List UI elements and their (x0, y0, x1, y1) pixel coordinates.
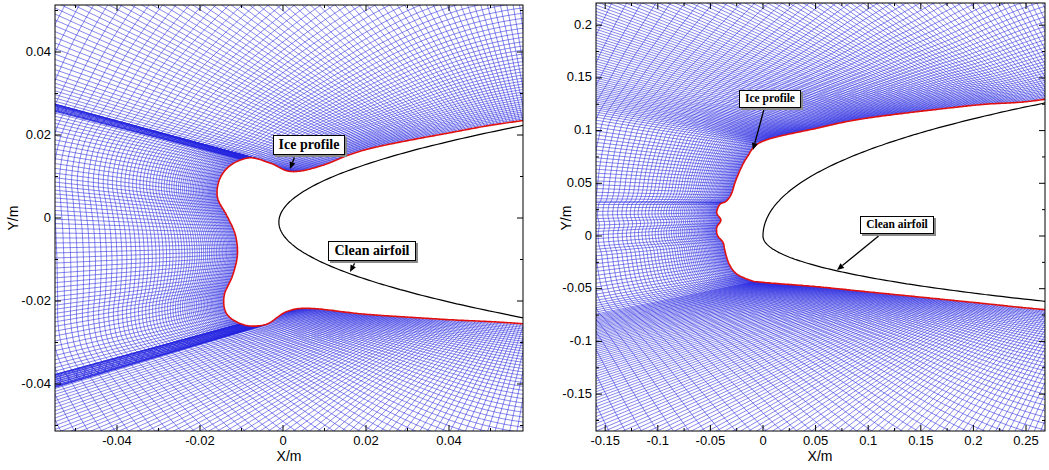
tick-label: 0.25 (1013, 434, 1038, 449)
plot-frame (596, 3, 1045, 431)
mesh-grid (55, 5, 523, 431)
tick-label: 0.1 (574, 123, 592, 138)
tick-value: -0.02 (185, 433, 215, 448)
tick-value: -0.1 (570, 333, 592, 348)
tick-label: -0.1 (647, 434, 669, 449)
tick-value: 0.04 (26, 44, 51, 59)
ice-body (717, 73, 1046, 321)
callout-text: Clean airfoil (334, 243, 409, 258)
tick-label: 0.1 (859, 434, 877, 449)
tick-label: -0.05 (696, 434, 726, 449)
tick-label: 0.02 (353, 434, 378, 449)
leader-arrowhead (837, 263, 844, 270)
tick-label: -0.15 (590, 434, 620, 449)
tick-value: 0.15 (567, 69, 592, 84)
tick-value: -0.02 (21, 293, 51, 308)
tick-label: -0.15 (562, 387, 592, 402)
leader-arrowhead (350, 264, 356, 272)
callout-text: Clean airfoil (866, 218, 928, 230)
leader-lines (290, 110, 879, 272)
callout-text: Ice profile (279, 137, 340, 152)
tick-value: 0.02 (353, 433, 378, 448)
axis-title-text: Y/m (558, 206, 574, 231)
callout-box: Clean airfoil (860, 216, 934, 234)
tick-value: 0.1 (574, 122, 592, 137)
tick-label: 0 (585, 229, 592, 244)
mesh-panel (532, 0, 1049, 470)
tick-value: -0.04 (102, 433, 132, 448)
tick-label: 0.2 (964, 434, 982, 449)
axis-title-text: X/m (277, 448, 302, 464)
plot-area (55, 5, 523, 431)
tick-value: -0.05 (696, 433, 726, 448)
callout-box: Ice profile (273, 135, 346, 156)
tick-value: 0.2 (964, 433, 982, 448)
clean-airfoil-curve (279, 103, 523, 341)
axis-title: X/m (277, 448, 302, 464)
leader-line (353, 263, 354, 265)
callout-box: Clean airfoil (328, 241, 415, 262)
tick-value: 0.04 (436, 433, 461, 448)
tick-value: 0.1 (859, 433, 877, 448)
axis-ticks (596, 3, 1045, 431)
callout-box: Ice profile (739, 90, 801, 108)
tick-label: 0.15 (908, 434, 933, 449)
tick-label: -0.04 (21, 377, 51, 392)
tick-value: 0.05 (803, 433, 828, 448)
tick-label: -0.02 (21, 294, 51, 309)
plot-area (596, 3, 1045, 431)
tick-value: 0.02 (26, 127, 51, 142)
tick-label: -0.05 (562, 281, 592, 296)
tick-label: 0.15 (567, 70, 592, 85)
tick-label: 0 (279, 434, 286, 449)
plot-frame (55, 5, 523, 431)
tick-value: 0.25 (1013, 433, 1038, 448)
tick-label: -0.04 (102, 434, 132, 449)
tick-value: 0 (279, 433, 286, 448)
leader-arrowhead (752, 143, 758, 151)
tick-label: 0.05 (567, 176, 592, 191)
tick-value: -0.05 (562, 280, 592, 295)
tick-value: 0 (759, 433, 766, 448)
tick-value: 0.2 (574, 17, 592, 32)
callout-text: Ice profile (745, 92, 795, 104)
leader-arrowhead (290, 161, 296, 169)
tick-label: 0 (759, 434, 766, 449)
axis-title-text: Y/m (5, 206, 21, 231)
tick-label: 0.05 (803, 434, 828, 449)
tick-label: 0.02 (26, 128, 51, 143)
axis-title: Y/m (5, 206, 21, 231)
leader-line (293, 157, 295, 162)
tick-value: -0.15 (562, 386, 592, 401)
tick-label: -0.1 (570, 334, 592, 349)
tick-value: -0.15 (590, 433, 620, 448)
tick-label: 0.04 (436, 434, 461, 449)
tick-value: 0.15 (908, 433, 933, 448)
axis-ticks (55, 5, 523, 431)
tick-value: -0.1 (647, 433, 669, 448)
axis-title: X/m (808, 448, 833, 464)
ice-profile-curve (217, 100, 523, 339)
tick-label: 0.2 (574, 18, 592, 33)
clean-airfoil-curve (763, 94, 1045, 306)
axis-title-text: X/m (808, 448, 833, 464)
tick-value: 0 (44, 210, 51, 225)
mesh-grid (596, 3, 1045, 431)
ice-profile-curve (717, 73, 1046, 321)
tick-label: 0 (44, 211, 51, 226)
tick-label: -0.02 (185, 434, 215, 449)
tick-label: 0.04 (26, 45, 51, 60)
axis-title: Y/m (558, 206, 574, 231)
leader-line (755, 110, 764, 143)
tick-value: 0 (585, 228, 592, 243)
tick-value: -0.04 (21, 376, 51, 391)
leader-line (842, 236, 878, 266)
tick-value: 0.05 (567, 175, 592, 190)
